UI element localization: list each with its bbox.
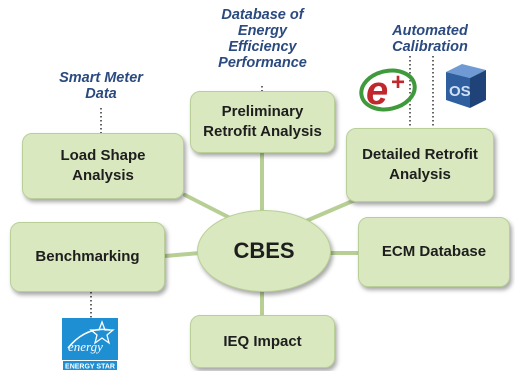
detailed-retrofit-analysis-label: Detailed Retrofit Analysis xyxy=(362,146,478,183)
detailed-retrofit-analysis-box: Detailed Retrofit Analysis xyxy=(346,128,494,202)
connector-detailed xyxy=(304,198,357,223)
energyplus-logo: e + E+ xyxy=(358,66,417,112)
openstudio-logo-text: OS xyxy=(449,83,471,100)
svg-text:e: e xyxy=(366,69,388,112)
ieq-impact-label: IEQ Impact xyxy=(223,332,302,350)
load-shape-analysis-box: Load Shape Analysis xyxy=(22,133,184,199)
load-shape-analysis-label: Load Shape Analysis xyxy=(60,147,146,184)
ecm-database-label: ECM Database xyxy=(381,243,487,260)
connector-benchmarking xyxy=(163,251,202,258)
energy-star-caption: ENERGY STAR xyxy=(65,364,115,371)
benchmarking-label: Benchmarking xyxy=(35,248,140,265)
automated-calibration-note: Automated Calibration xyxy=(392,23,468,55)
openstudio-logo: OS xyxy=(446,64,486,108)
ecm-database-box: ECM Database xyxy=(358,217,510,287)
svg-text:+: + xyxy=(391,69,405,96)
cbes-hub: CBES xyxy=(197,210,331,292)
smart-meter-data-note: Smart Meter Data xyxy=(59,70,143,102)
database-efficiency-note: Database of Energy Efficiency Performanc… xyxy=(218,7,307,71)
benchmarking-box: Benchmarking xyxy=(10,222,165,292)
energyplus-logo-text: E+ xyxy=(358,66,360,67)
energy-star-script: energy xyxy=(68,339,103,354)
energy-star-logo: energy ENERGY STAR xyxy=(62,318,118,371)
preliminary-retrofit-analysis-label: Preliminary Retrofit Analysis xyxy=(203,103,322,140)
cbes-hub-label: CBES xyxy=(233,238,295,263)
preliminary-retrofit-analysis-box: Preliminary Retrofit Analysis xyxy=(190,91,335,153)
ieq-impact-box: IEQ Impact xyxy=(190,315,335,368)
